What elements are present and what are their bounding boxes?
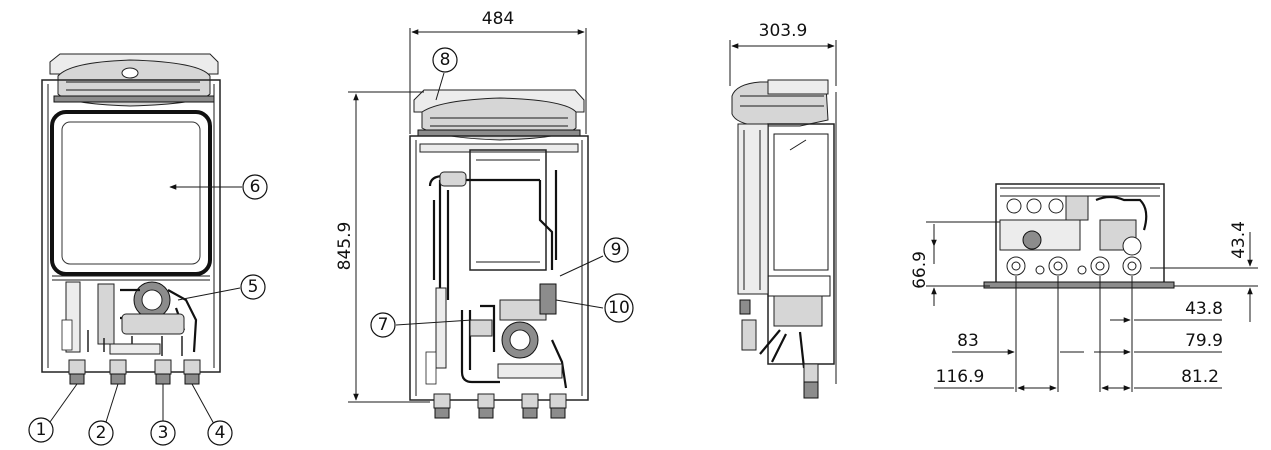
dim-pitch-1-label: 43.8 (1185, 299, 1223, 319)
dim-bottom-height-label: 66.9 (910, 251, 930, 289)
callout-3: 3 (150, 420, 176, 446)
dim-width (409, 28, 587, 134)
dim-bottom-offset-label: 43.4 (1229, 221, 1249, 259)
front-view-closed (41, 53, 221, 385)
svg-text:4: 4 (215, 423, 226, 443)
svg-text:9: 9 (611, 240, 622, 260)
front-view-open (409, 89, 589, 419)
callout-9: 9 (603, 237, 629, 263)
svg-text:3: 3 (158, 423, 169, 443)
svg-text:10: 10 (608, 298, 630, 318)
dim-width-label: 484 (482, 9, 514, 29)
side-view (731, 79, 837, 399)
svg-text:8: 8 (440, 50, 451, 70)
dim-pitch-3-label: 81.2 (1181, 367, 1219, 387)
callout-4: 4 (207, 420, 233, 446)
dim-depth (729, 40, 837, 86)
svg-text:1: 1 (36, 420, 47, 440)
dim-pitch-2-label: 79.9 (1185, 331, 1223, 351)
bottom-dims (926, 221, 1258, 392)
svg-text:5: 5 (248, 277, 259, 297)
dim-offset-1-label: 83 (957, 331, 979, 351)
front-view-leaders (49, 184, 242, 425)
open-view-leaders (395, 72, 604, 326)
callout-7: 7 (370, 312, 396, 338)
svg-text:6: 6 (250, 177, 261, 197)
bottom-view (983, 183, 1175, 289)
callout-10: 10 (604, 293, 634, 323)
callout-8: 8 (432, 47, 458, 73)
dim-depth-label: 303.9 (759, 21, 808, 41)
svg-text:7: 7 (378, 315, 389, 335)
dim-height-label: 845.9 (335, 222, 355, 271)
callout-1: 1 (28, 417, 54, 443)
callout-5: 5 (240, 274, 266, 300)
dim-height (348, 91, 430, 403)
callout-6: 6 (242, 174, 268, 200)
svg-text:2: 2 (96, 423, 107, 443)
dim-offset-2-label: 116.9 (936, 367, 985, 387)
callout-2: 2 (88, 420, 114, 446)
